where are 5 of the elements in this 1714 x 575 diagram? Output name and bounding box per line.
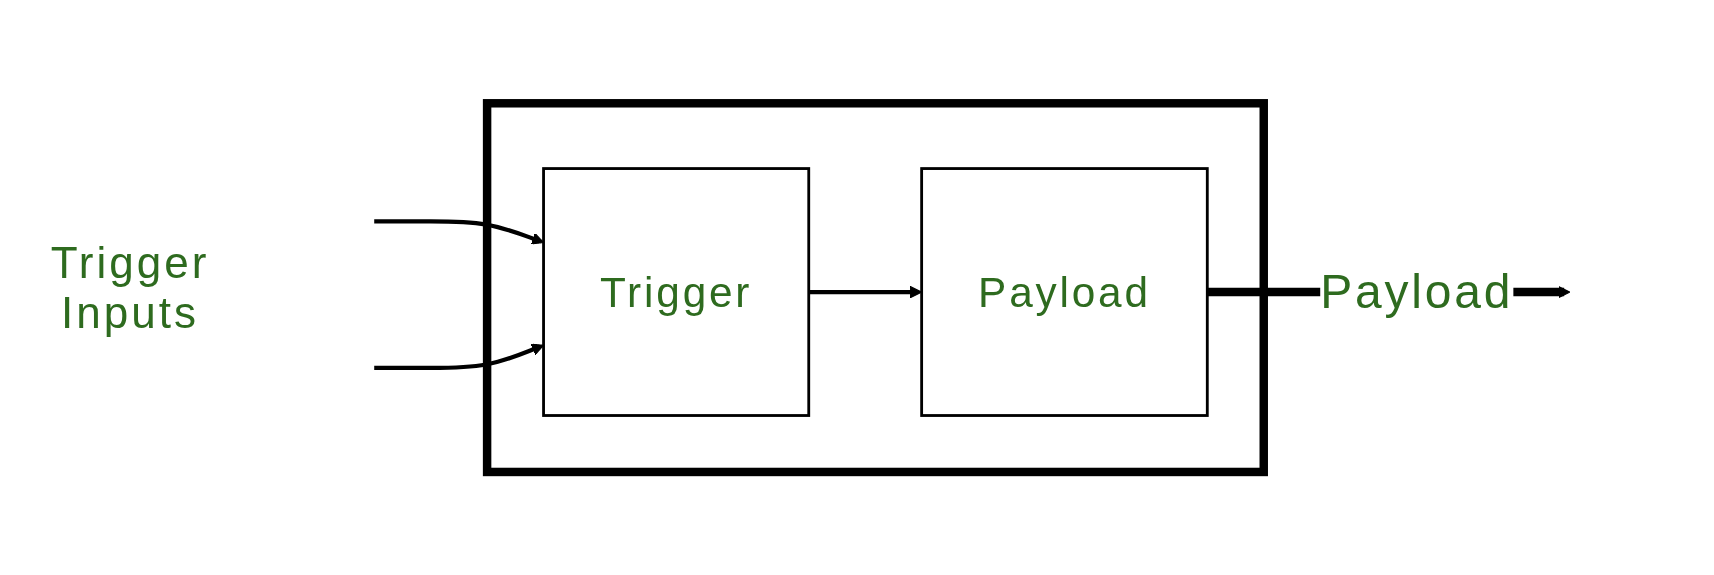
node-box: Payload xyxy=(920,167,1209,417)
input-label: Trigger Inputs xyxy=(49,237,211,338)
node-box: Trigger xyxy=(542,167,811,417)
edge-label: Payload xyxy=(1320,264,1514,319)
cluster xyxy=(482,98,1268,477)
